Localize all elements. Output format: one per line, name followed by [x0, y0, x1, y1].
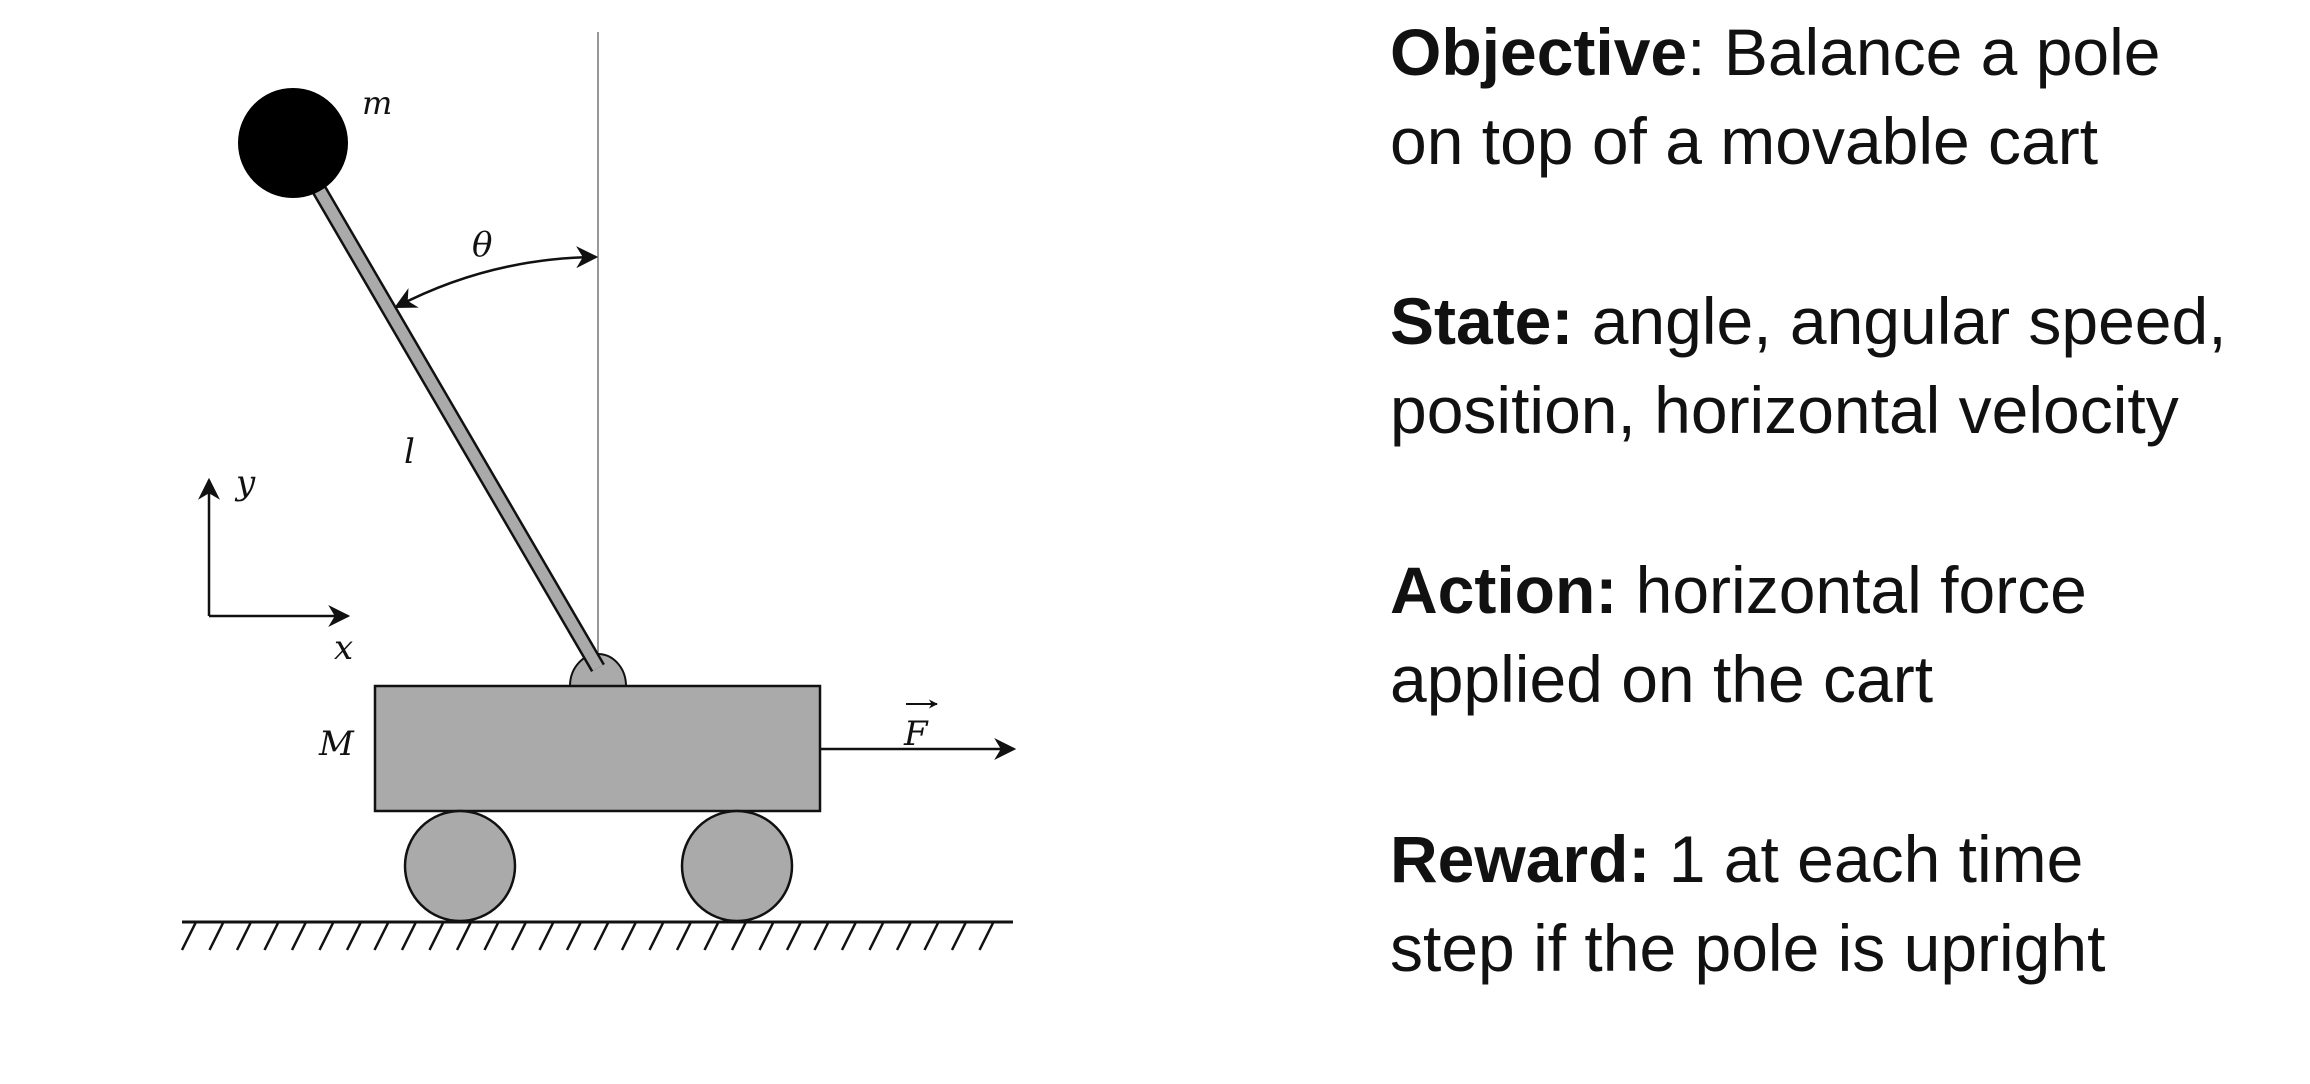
pivot-joint — [568, 653, 628, 687]
reward-text-2: step if the pole is upright — [1390, 911, 2106, 985]
action-item: Action: horizontal force applied on the … — [1390, 546, 2290, 724]
reward-text-1: 1 at each time — [1650, 822, 2084, 896]
action-text-2: applied on the cart — [1390, 642, 1934, 716]
reward-item: Reward: 1 at each time step if the pole … — [1390, 815, 2290, 993]
pole-mass-ball — [238, 88, 348, 198]
state-text-2: position, horizontal velocity — [1390, 373, 2179, 447]
action-line-1: Action: horizontal force — [1390, 546, 2290, 635]
ground-hatching — [180, 921, 995, 951]
objective-item: Objective: Balance a pole on top of a mo… — [1390, 8, 2290, 186]
action-heading: Action: — [1390, 553, 1618, 627]
objective-separator: : — [1687, 15, 1706, 89]
state-line-1: State: angle, angular speed, — [1390, 277, 2290, 366]
cart-body — [373, 684, 822, 813]
x-axis-label: x — [334, 628, 353, 668]
cart-wheel-right — [680, 809, 794, 923]
pole-length-label: l — [404, 432, 415, 472]
objective-heading: Objective — [1390, 15, 1688, 89]
angle-arc-arrow — [394, 246, 599, 309]
state-heading: State: — [1390, 284, 1574, 358]
state-item: State: angle, angular speed, position, h… — [1390, 277, 2290, 455]
objective-text-1: Balance a pole — [1705, 15, 2161, 89]
state-text-1: angle, angular speed, — [1573, 284, 2227, 358]
reward-line-1: Reward: 1 at each time — [1390, 815, 2290, 904]
cart-wheel-left — [403, 809, 517, 923]
cart-mass-label: M — [318, 724, 355, 764]
reward-heading: Reward: — [1390, 822, 1651, 896]
cart-pole-diagram: m θ l y x M F — [180, 32, 1017, 951]
objective-line-1: Objective: Balance a pole — [1390, 8, 2290, 97]
angle-label: θ — [472, 225, 492, 265]
force-label: F — [903, 714, 929, 754]
mass-label: m — [362, 84, 392, 122]
objective-text-2: on top of a movable cart — [1390, 104, 2099, 178]
description-panel: Objective: Balance a pole on top of a mo… — [1390, 8, 2290, 1084]
y-axis-label: y — [234, 463, 256, 503]
pole — [288, 142, 603, 671]
action-text-1: horizontal force — [1617, 553, 2087, 627]
